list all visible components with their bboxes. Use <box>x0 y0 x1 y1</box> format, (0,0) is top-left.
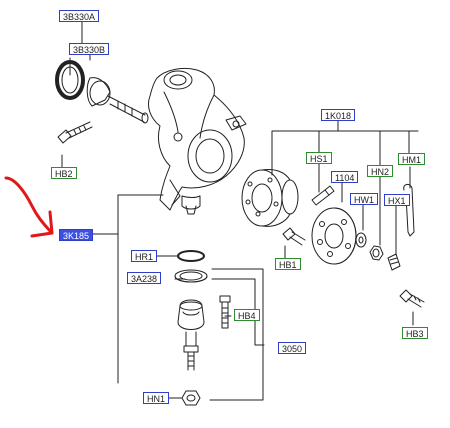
boot-3a238 <box>174 269 208 283</box>
nut-hn2 <box>369 245 384 261</box>
bolt-hs1 <box>311 185 335 206</box>
part-label-3b330b[interactable]: 3B330B <box>69 43 110 55</box>
part-label-hb3[interactable]: HB3 <box>402 327 428 339</box>
ball-joint-3050 <box>177 299 205 371</box>
part-label-hs1[interactable]: HS1 <box>306 152 332 164</box>
red-annotation-arrow <box>4 176 54 238</box>
part-label-hb4[interactable]: HB4 <box>234 309 260 321</box>
cap-hx1 <box>387 253 401 271</box>
bolt-hb3 <box>399 289 425 308</box>
part-label-3a238[interactable]: 3A238 <box>127 272 162 284</box>
part-label-hn2[interactable]: HN2 <box>367 165 394 177</box>
bolt-hb2 <box>57 121 93 144</box>
part-label-3050[interactable]: 3050 <box>278 342 307 354</box>
part-label-hb1[interactable]: HB1 <box>275 258 301 270</box>
nut-hn1 <box>181 390 201 406</box>
part-label-hb2[interactable]: HB2 <box>51 167 77 179</box>
part-label-hx1[interactable]: HX1 <box>384 194 410 206</box>
part-label-1104[interactable]: 1104 <box>331 171 359 183</box>
wheel-hub <box>241 169 299 227</box>
part-label-hw1[interactable]: HW1 <box>350 193 378 205</box>
sensor-ring <box>55 60 85 100</box>
part-label-3k185[interactable]: 3K185 <box>59 229 94 241</box>
part-label-hm1[interactable]: HM1 <box>398 153 426 165</box>
part-label-3b330a[interactable]: 3B330A <box>59 10 100 22</box>
split-pin-hm1 <box>403 183 415 237</box>
leader-lines <box>61 20 419 401</box>
hub-flange <box>311 207 357 265</box>
washer-hw1 <box>355 232 367 248</box>
part-label-hr1[interactable]: HR1 <box>131 250 158 262</box>
part-label-hn1[interactable]: HN1 <box>143 392 170 404</box>
bolt-hb4 <box>219 295 231 329</box>
part-label-1k018[interactable]: 1K018 <box>321 109 356 121</box>
bolt-hb1 <box>282 227 306 246</box>
snap-ring-hr1 <box>177 250 205 262</box>
steering-knuckle <box>147 67 247 215</box>
drive-shaft <box>86 77 149 124</box>
